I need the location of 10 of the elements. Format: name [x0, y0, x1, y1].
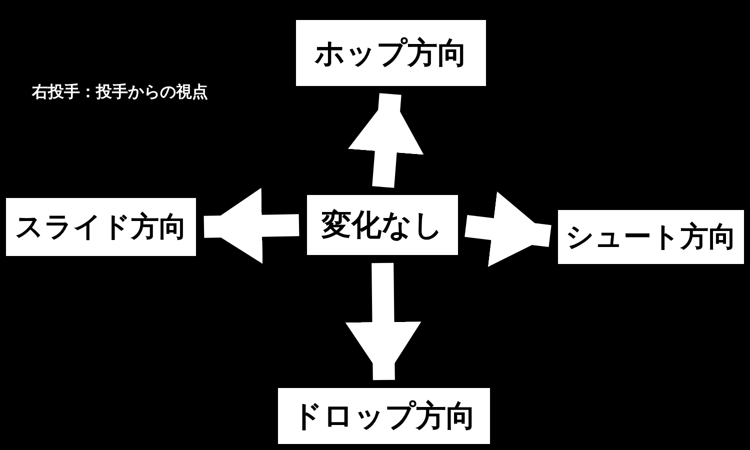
- block-arrow: [345, 262, 422, 380]
- block-arrow: [204, 188, 300, 264]
- direction-box: スライド方向: [6, 198, 196, 256]
- direction-box: ホップ方向: [296, 20, 486, 86]
- direction-box: ドロップ方向: [278, 388, 490, 444]
- block-arrow: [348, 93, 424, 188]
- block-arrow: [464, 191, 552, 267]
- caption-text: 右投手：投手からの視点: [32, 82, 208, 103]
- direction-box: 変化なし: [307, 195, 458, 255]
- direction-box: シュート方向: [558, 210, 744, 264]
